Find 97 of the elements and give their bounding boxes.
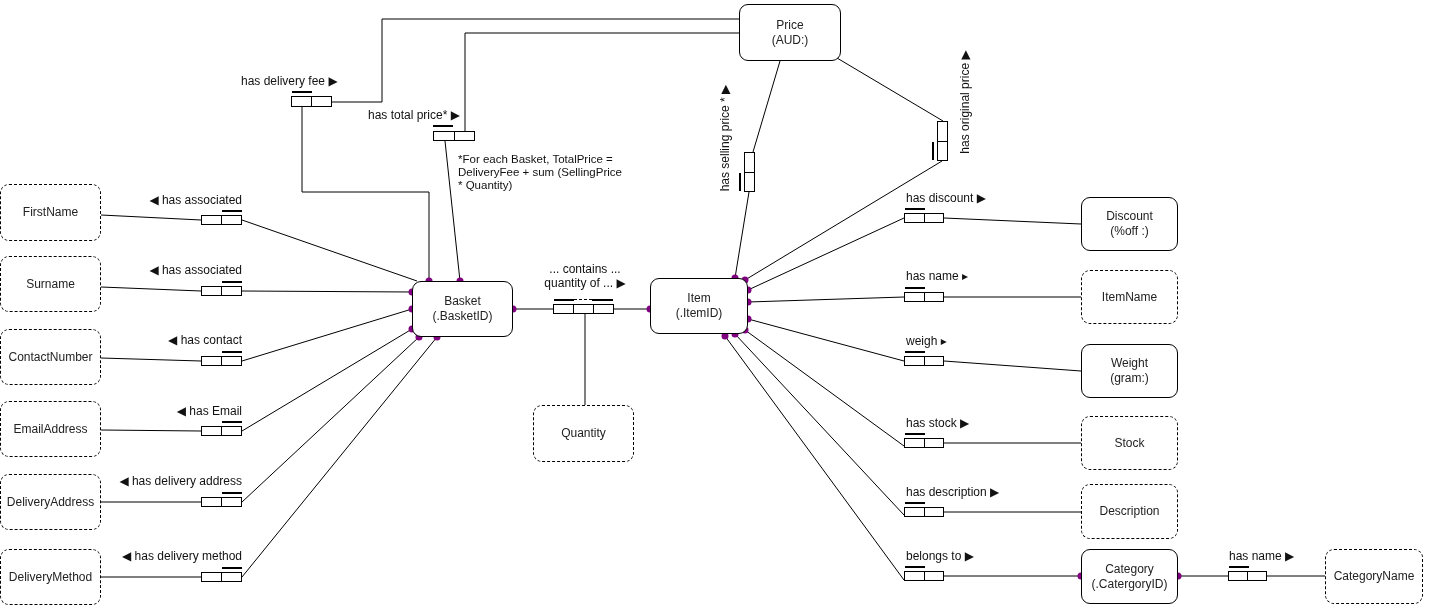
fact-reading: has stock ▶ bbox=[906, 416, 970, 430]
value-type-box bbox=[1081, 416, 1178, 470]
fact-reading: has name ▶ bbox=[1229, 549, 1295, 563]
fact-reading: ... contains ... quantity of ... ▶ bbox=[543, 262, 627, 290]
connector-line bbox=[584, 313, 586, 406]
entity-type-box bbox=[412, 281, 513, 337]
node-name: ItemName bbox=[1101, 289, 1158, 305]
value-type-box bbox=[0, 401, 101, 457]
role-box bbox=[433, 131, 475, 141]
role-box bbox=[904, 356, 944, 366]
fact-reading: ◀ has associated bbox=[149, 193, 242, 207]
node-name: Surname bbox=[26, 276, 75, 292]
connector-line bbox=[943, 511, 1082, 513]
entity-type-box bbox=[1081, 344, 1178, 398]
fact-reading: has discount ▶ bbox=[906, 191, 986, 205]
role-box bbox=[1228, 571, 1267, 581]
node-name: EmailAddress bbox=[13, 421, 88, 437]
reference-mode: (gram:) bbox=[1110, 371, 1149, 386]
role-box bbox=[904, 213, 944, 223]
role-box bbox=[201, 215, 242, 225]
entity-type-box bbox=[1081, 549, 1178, 604]
value-type-box bbox=[1081, 484, 1178, 539]
value-type-box bbox=[0, 549, 101, 605]
connector-line bbox=[464, 32, 740, 132]
node-name: Description bbox=[1099, 504, 1160, 519]
value-type-box bbox=[533, 405, 634, 462]
role-box bbox=[937, 121, 948, 161]
fact-reading: ◀ has Email bbox=[176, 404, 242, 418]
fact-reading: ◀ has contact bbox=[168, 333, 242, 347]
node-name: DeliveryMethod bbox=[8, 569, 93, 585]
reference-mode: (.BasketID) bbox=[432, 309, 493, 324]
node-name: Stock bbox=[1114, 435, 1145, 451]
node-name: Quantity bbox=[561, 426, 606, 441]
connector-line bbox=[943, 217, 1082, 225]
role-box bbox=[553, 304, 614, 314]
connector-line bbox=[943, 296, 1082, 298]
role-box bbox=[904, 571, 944, 581]
fact-reading: belongs to ▶ bbox=[906, 549, 974, 563]
reference-mode: (.CatergoryID) bbox=[1091, 576, 1168, 592]
node-name: Category bbox=[1105, 561, 1154, 577]
fact-reading: has selling price * ▶ bbox=[718, 84, 732, 192]
node-name: Basket bbox=[444, 294, 481, 309]
fact-reading: ◀ has associated bbox=[149, 263, 242, 277]
entity-type-box bbox=[650, 278, 748, 334]
connector-line bbox=[100, 501, 202, 503]
connector-line bbox=[100, 286, 202, 292]
role-box bbox=[201, 426, 242, 436]
role-box bbox=[201, 497, 242, 507]
entity-type-box bbox=[1081, 197, 1178, 251]
connector-line bbox=[836, 57, 944, 122]
connector-line bbox=[241, 219, 418, 282]
fact-reading: weigh ▸ bbox=[906, 334, 947, 348]
connector-line bbox=[943, 442, 1082, 444]
role-box bbox=[201, 572, 242, 582]
fact-reading: has name ▸ bbox=[906, 269, 969, 283]
role-box bbox=[201, 286, 242, 296]
node-name: Weight bbox=[1110, 356, 1149, 371]
value-type-box bbox=[1325, 549, 1423, 604]
fact-reading: has delivery fee ▶ bbox=[241, 74, 338, 88]
reference-mode: (%off :) bbox=[1110, 224, 1149, 239]
connector-line bbox=[100, 357, 202, 362]
role-box bbox=[904, 438, 944, 448]
connector-line bbox=[331, 18, 740, 103]
connector-line bbox=[741, 160, 943, 284]
role-box bbox=[744, 152, 755, 192]
fact-reading: has original price ▶ bbox=[958, 50, 972, 154]
fact-reading: has description ▶ bbox=[906, 485, 1000, 499]
connector-line bbox=[721, 332, 905, 581]
value-type-box bbox=[0, 329, 101, 385]
node-name: FirstName bbox=[22, 205, 79, 220]
connector-line bbox=[100, 429, 202, 432]
node-name: CategoryName bbox=[1333, 569, 1415, 584]
role-box bbox=[904, 507, 944, 517]
node-name: ContactNumber bbox=[8, 349, 93, 365]
fact-reading: ◀ has delivery address bbox=[119, 474, 242, 488]
role-box bbox=[904, 292, 944, 302]
entity-type-box bbox=[739, 4, 841, 61]
node-name: DeliveryAddress bbox=[6, 494, 95, 510]
reference-mode: (AUD:) bbox=[771, 32, 809, 48]
node-name: Item bbox=[687, 291, 711, 306]
value-type-box bbox=[0, 474, 101, 530]
value-type-box bbox=[0, 256, 101, 312]
connector-line bbox=[943, 360, 1082, 372]
node-name: Discount bbox=[1106, 209, 1153, 224]
fact-reading: has total price* ▶ bbox=[368, 108, 460, 122]
role-box bbox=[291, 96, 332, 107]
value-type-box bbox=[1081, 270, 1178, 324]
connector-line bbox=[100, 214, 202, 221]
connector-line bbox=[1266, 575, 1326, 577]
constraint-note: *For each Basket, TotalPrice = DeliveryFee + sum (SellingPrice * Quantity) bbox=[458, 153, 623, 192]
role-box bbox=[201, 356, 242, 366]
node-name: Price bbox=[776, 17, 804, 33]
reference-mode: (.ItemID) bbox=[675, 306, 723, 321]
fact-reading: ◀ has delivery method bbox=[122, 549, 242, 563]
value-type-box bbox=[0, 184, 101, 241]
connector-line bbox=[752, 60, 781, 153]
connector-line bbox=[100, 576, 202, 578]
